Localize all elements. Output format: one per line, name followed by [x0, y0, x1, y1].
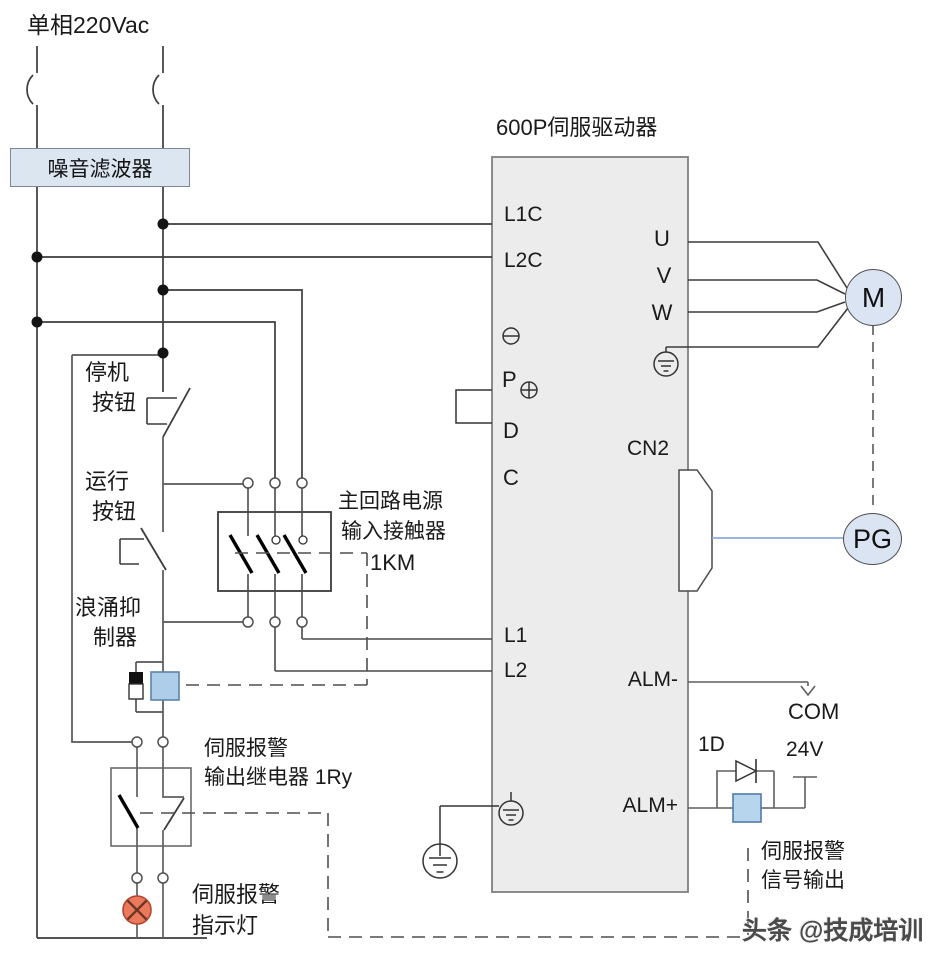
run-button-label-1: 运行 [85, 469, 130, 494]
contactor-label-2: 输入接触器 [341, 520, 446, 543]
terminal-l2: L2 [504, 659, 528, 682]
terminal-w: W [651, 300, 673, 325]
encoder-label: PG [852, 523, 892, 554]
noise-filter-box: 噪音滤波器 [10, 148, 190, 187]
terminal-circles [131, 477, 308, 884]
power-feed-wires [37, 223, 492, 478]
contactor-label-3: 1KM [370, 550, 416, 575]
breaker-icon [152, 74, 160, 105]
stop-button-symbol [146, 387, 191, 438]
alarm-lamp-label-2: 指示灯 [192, 913, 259, 938]
contactor-label-1: 主回路电源 [338, 490, 443, 513]
watermark: 头条 @技成培训 [742, 917, 924, 945]
terminal-l2c: L2C [504, 249, 543, 272]
ground-icon [653, 347, 679, 377]
surge-label-2: 制器 [93, 625, 138, 650]
motor-label: M [861, 281, 886, 313]
run-button-label-2: 按钮 [92, 499, 137, 524]
contactor-coil-1km [150, 671, 180, 701]
terminal-p: P [502, 367, 517, 392]
noise-filter-label: 噪音滤波器 [47, 157, 153, 181]
surge-suppressor-icon [128, 672, 144, 700]
alarm-signal-label-2: 信号输出 [761, 869, 845, 892]
terminal-c: C [503, 465, 519, 490]
terminal-u: U [654, 226, 670, 251]
alarm-relay-label-2: 输出继电器 1Ry [204, 766, 353, 789]
terminal-l1: L1 [504, 624, 528, 647]
ground-icon [439, 792, 524, 844]
v24-label: 24V [786, 738, 824, 761]
alm-plus-circuit [688, 759, 817, 809]
mechanical-linkage-dashes [140, 552, 749, 938]
terminal-alm-minus: ALM- [627, 668, 678, 691]
terminal-d: D [503, 418, 519, 443]
motor-wires [666, 241, 849, 348]
junction-dots [31, 218, 169, 359]
servo-drive-box [491, 156, 689, 893]
phase-label: 单相220Vac [27, 12, 150, 38]
encoder-circle: PG [843, 513, 902, 565]
alarm-lamp-icon [122, 895, 152, 925]
cn2-connector [678, 469, 713, 592]
diode-1d-label: 1D [698, 733, 725, 756]
motor-circle: M [845, 269, 902, 326]
dc-bus-symbols [455, 327, 538, 424]
earth-ground-icon [422, 843, 458, 879]
terminal-alm-plus: ALM+ [622, 794, 678, 817]
alm-minus-wire [688, 681, 816, 697]
control-wires [71, 354, 243, 743]
terminal-v: V [656, 263, 672, 288]
run-button-symbol [119, 527, 167, 571]
stop-button-label-2: 按钮 [92, 390, 137, 415]
drive-title: 600P伺服驱动器 [496, 115, 658, 140]
stop-button-label-1: 停机 [85, 360, 130, 385]
com-arrow-icon [800, 685, 816, 697]
alarm-relay-label-1: 伺服报警 [204, 737, 288, 760]
terminal-cn2: CN2 [627, 437, 670, 460]
alarm-lamp-label-1: 伺服报警 [192, 882, 281, 907]
alarm-relay-coil-1ry [732, 793, 762, 823]
pd-jumper [455, 389, 492, 424]
breaker-icon [26, 74, 34, 105]
terminal-l1c: L1C [504, 203, 543, 226]
surge-label-1: 浪涌抑 [75, 595, 142, 620]
contactor-1km-symbol [217, 488, 492, 672]
alarm-signal-label-1: 伺服报警 [761, 840, 845, 863]
diode-1d-icon [735, 759, 758, 783]
com-label: COM [788, 699, 840, 724]
alarm-relay-contacts [110, 747, 192, 938]
